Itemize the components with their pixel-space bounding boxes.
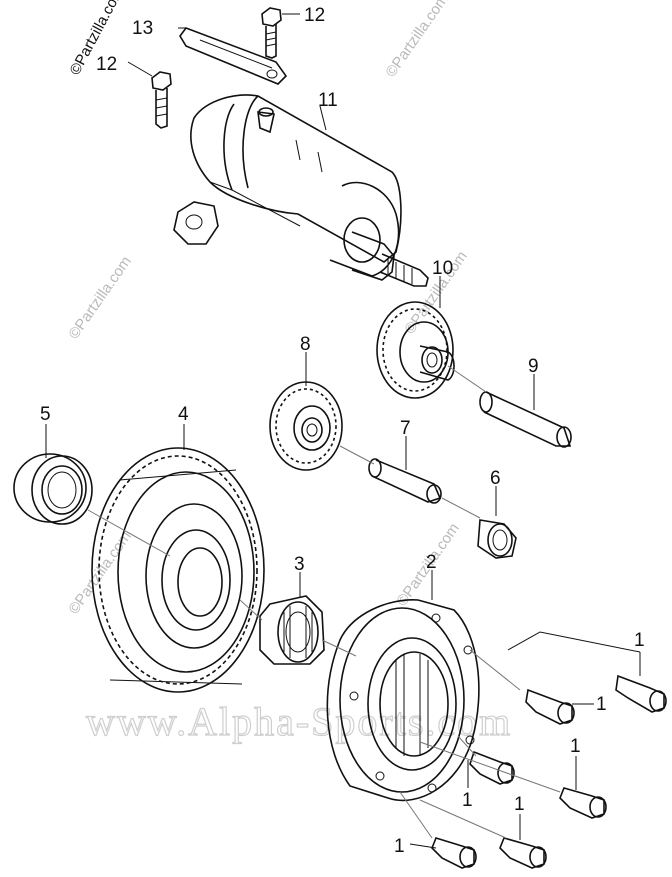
watermark-text: ©Partzilla.com	[65, 528, 135, 617]
callout-11: 11	[318, 90, 338, 111]
callout-13: 13	[132, 18, 153, 39]
callout-3: 3	[294, 554, 305, 575]
callout-1: 1	[514, 794, 525, 815]
part-7-shaft	[368, 458, 442, 504]
part-8-small-gear	[269, 381, 343, 471]
part-5-oil-seal	[13, 453, 93, 525]
callout-1: 1	[634, 630, 645, 651]
part-1-bolt	[499, 837, 547, 869]
part-13-bracket	[179, 27, 288, 85]
callout-12: 12	[96, 54, 117, 75]
callout-5: 5	[40, 404, 51, 425]
part-10-idler-gear	[376, 301, 455, 399]
callout-7: 7	[400, 418, 411, 439]
part-12-bolt-left	[151, 71, 172, 129]
part-1-bolt	[431, 837, 477, 869]
part-12-bolt-upper	[261, 7, 282, 59]
watermark-text: ©Partzilla.com	[382, 0, 452, 80]
callout-8: 8	[300, 334, 311, 355]
callout-labels: 13 12 12 11 10 9 8 7 6 5 4 3 2 1 1 1 1 1…	[40, 5, 645, 857]
callout-1: 1	[462, 790, 473, 811]
callout-10: 10	[432, 258, 453, 279]
callout-6: 6	[490, 468, 501, 489]
part-1-bolt	[525, 688, 575, 725]
part-3-needle-bearing	[259, 595, 325, 665]
callout-2: 2	[426, 552, 437, 573]
part-1-bolt	[559, 787, 607, 819]
callout-1: 1	[570, 736, 581, 757]
assembly-lines	[87, 365, 561, 839]
part-4-large-gear	[91, 447, 265, 693]
callout-12: 12	[304, 5, 325, 26]
leader-lines	[45, 13, 641, 849]
callout-9: 9	[528, 356, 539, 377]
part-9-shaft	[479, 391, 572, 448]
part-6-spacer	[477, 519, 517, 559]
callout-4: 4	[178, 404, 189, 425]
part-2-one-way-clutch	[326, 599, 480, 802]
part-1-bolt	[615, 674, 667, 713]
part-11-starter-motor	[173, 94, 429, 287]
watermark-text: ©Partzilla.com	[65, 253, 135, 342]
callout-1: 1	[394, 836, 405, 857]
part-1-bolt	[469, 750, 515, 785]
callout-1: 1	[596, 694, 607, 715]
